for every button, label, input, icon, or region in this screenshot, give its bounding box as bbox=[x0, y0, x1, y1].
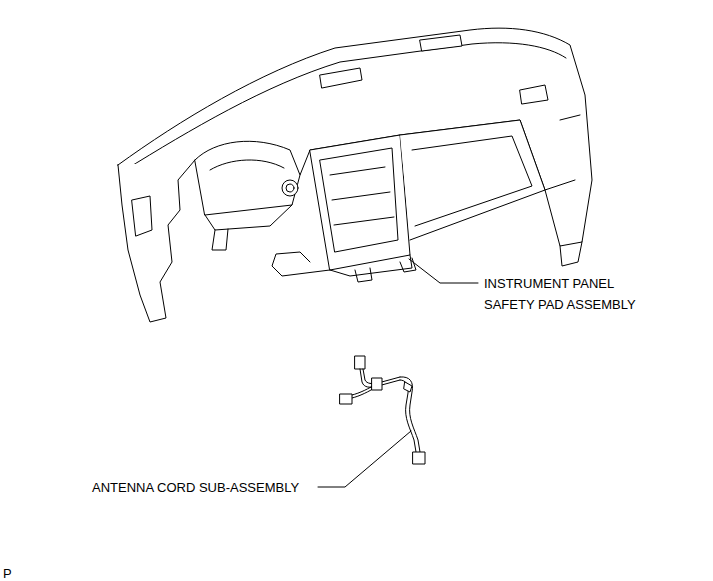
leader-line bbox=[409, 259, 478, 283]
part-name: INSTRUMENT PANEL SAFETY PAD ASSEMBLY bbox=[484, 273, 650, 315]
antenna-cord-drawing bbox=[340, 356, 425, 464]
page-mark: P bbox=[3, 563, 12, 581]
leader-line bbox=[318, 431, 411, 487]
part-name: ANTENNA CORD SUB-ASSEMBLY bbox=[92, 477, 299, 498]
